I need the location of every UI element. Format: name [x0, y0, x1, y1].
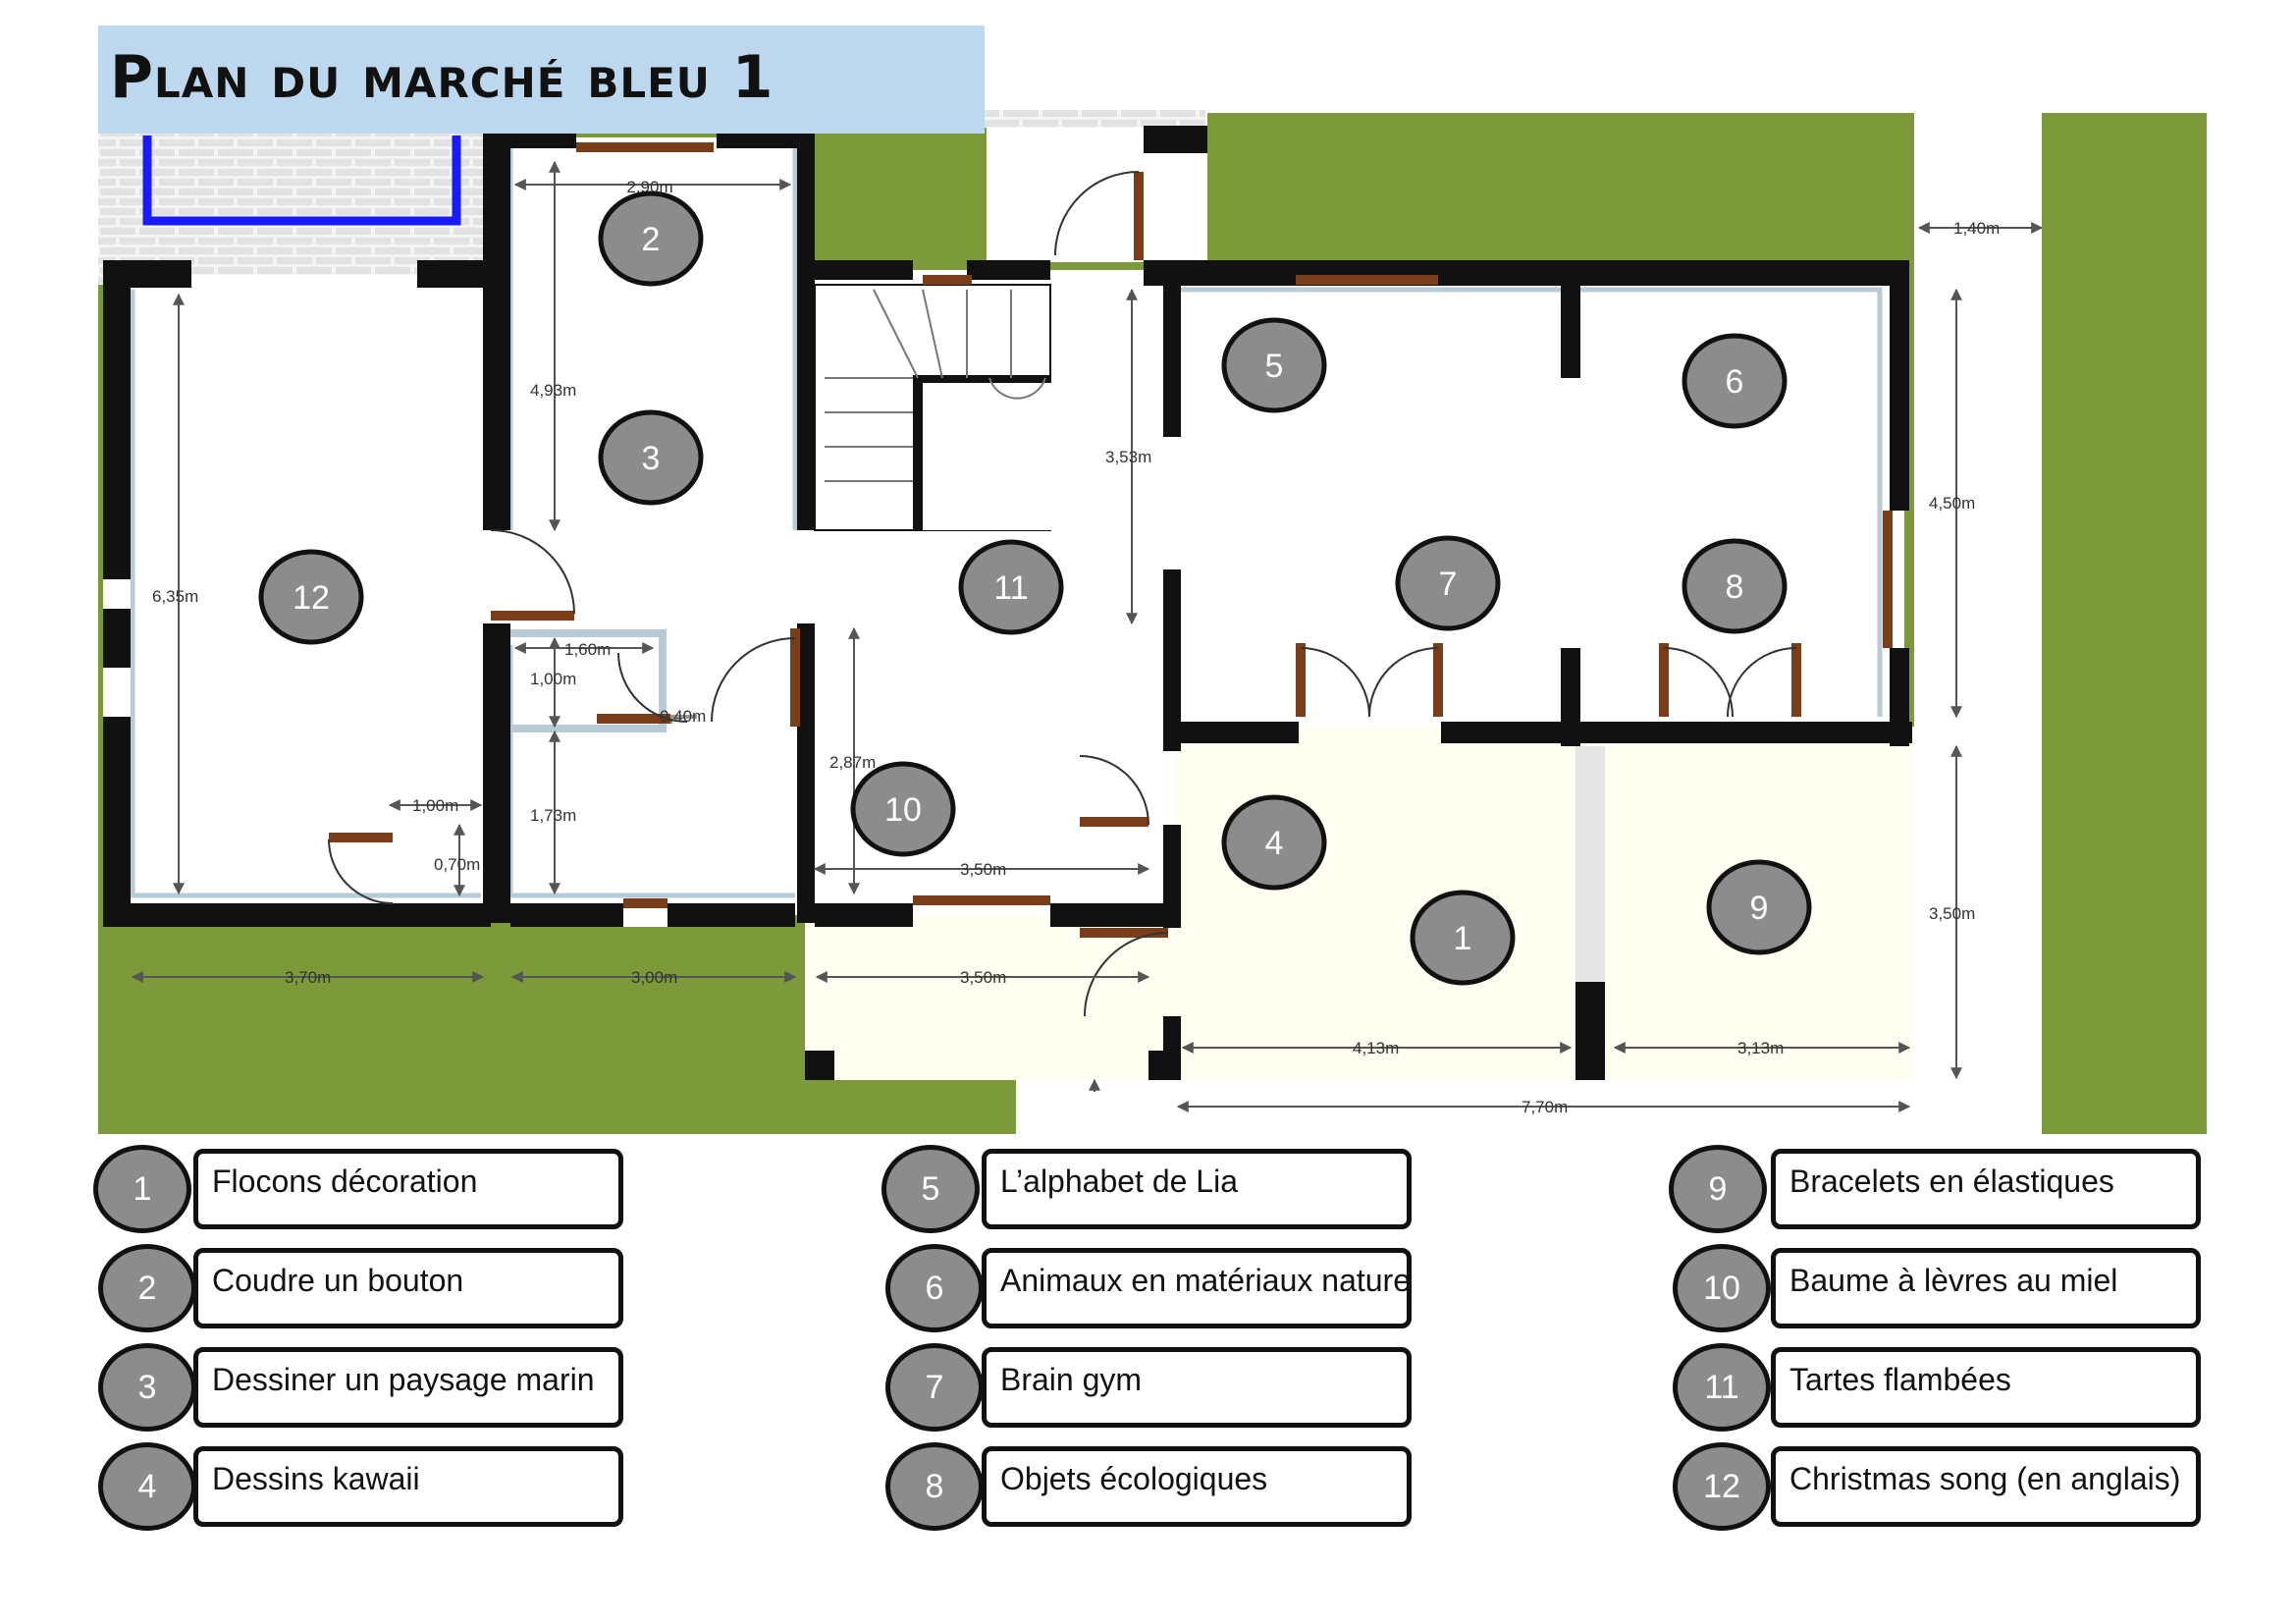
stand-marker-2: 2	[598, 190, 704, 287]
legend-label: Bracelets en élastiques	[1771, 1149, 2201, 1229]
legend-label: Flocons décoration	[193, 1149, 623, 1229]
legend-item-8: 8 Objets écologiques	[885, 1442, 1428, 1531]
dim-label: 1,60m	[564, 640, 611, 659]
stand-marker-number: 12	[293, 579, 330, 617]
stand-marker-number: 1	[1454, 920, 1472, 957]
stand-marker-9: 9	[1706, 859, 1812, 955]
stand-marker-8: 8	[1682, 538, 1788, 634]
stand-marker-7: 7	[1395, 535, 1501, 631]
stand-marker-number: 3	[642, 440, 661, 477]
walls	[103, 126, 1912, 1080]
dim-label: 1,00m	[530, 670, 576, 688]
legend-label: Objets écologiques	[982, 1446, 1412, 1527]
stand-marker-12: 12	[258, 549, 364, 645]
title-banner: Plan du marché bleu 1	[98, 26, 985, 134]
legend-item-2: 2 Coudre un bouton	[98, 1244, 641, 1332]
dimension-lines	[131, 160, 2044, 1112]
dimension-labels: 2,90m 4,93m 6,35m 3,53m 1,40m 4,50m 1,60…	[152, 178, 2000, 1116]
stand-marker-6: 6	[1682, 333, 1788, 429]
dim-label: 2,87m	[829, 753, 876, 772]
dim-label: 2,90m	[626, 178, 672, 196]
stand-marker-10: 10	[850, 761, 956, 857]
stand-marker-1: 1	[1410, 890, 1516, 986]
legend-number-badge: 11	[1673, 1343, 1771, 1432]
dim-label: 4,93m	[530, 381, 576, 400]
stand-marker-number: 4	[1265, 825, 1284, 862]
staircase	[814, 284, 1060, 531]
stand-marker-number: 6	[1726, 363, 1744, 401]
doors	[329, 142, 1893, 938]
dim-label: 6,35m	[152, 587, 198, 606]
stand-marker-number: 9	[1750, 890, 1769, 927]
stand-markers: 1 2 3 4 5 6 7 8 9 10 11 12	[258, 190, 1812, 986]
legend-number-badge: 10	[1673, 1244, 1771, 1332]
stand-marker-number: 8	[1726, 568, 1744, 606]
legend-number-badge: 1	[93, 1145, 191, 1233]
stand-marker-4: 4	[1221, 794, 1327, 891]
legend-item-6: 6 Animaux en matériaux naturels	[885, 1244, 1428, 1332]
door-swings	[328, 171, 1797, 1017]
legend-number-badge: 3	[98, 1343, 196, 1432]
legend-number-badge: 6	[885, 1244, 984, 1332]
dim-label: 0,70m	[434, 855, 480, 874]
dim-label: 4,50m	[1929, 494, 1975, 513]
legend-label: Baume à lèvres au miel	[1771, 1248, 2201, 1328]
dim-label: 3,70m	[285, 968, 331, 987]
dim-label: 3,50m	[1929, 904, 1975, 923]
dim-label: 3,50m	[960, 860, 1006, 879]
stand-marker-5: 5	[1221, 317, 1327, 413]
dim-label: 0,40m	[660, 707, 706, 726]
legend-number-badge: 4	[98, 1442, 196, 1531]
terrace	[98, 110, 1205, 285]
stand-marker-3: 3	[598, 409, 704, 506]
dim-label: 7,70m	[1522, 1098, 1568, 1116]
legend-label: Coudre un bouton	[193, 1248, 623, 1328]
stand-marker-11: 11	[958, 539, 1064, 635]
legend-label: Animaux en matériaux naturels	[982, 1248, 1412, 1328]
legend-label: Christmas song (en anglais)	[1771, 1446, 2201, 1527]
dim-label: 4,13m	[1353, 1039, 1399, 1057]
stand-marker-number: 10	[884, 791, 922, 829]
legend-item-4: 4 Dessins kawaii	[98, 1442, 641, 1531]
legend-item-3: 3 Dessiner un paysage marin	[98, 1343, 641, 1432]
legend-item-10: 10 Baume à lèvres au miel	[1673, 1244, 2216, 1332]
dim-label: 3,53m	[1105, 448, 1151, 466]
legend-item-11: 11 Tartes flambées	[1673, 1343, 2216, 1432]
dim-label: 1,73m	[530, 806, 576, 825]
legend-number-badge: 5	[881, 1145, 980, 1233]
dim-label: 1,00m	[412, 796, 458, 815]
dim-label: 1,40m	[1953, 219, 2000, 238]
stand-marker-number: 11	[993, 569, 1028, 607]
legend-item-5: 5 L’alphabet de Lia	[881, 1145, 1424, 1233]
dim-label: 3,50m	[960, 968, 1006, 987]
dim-label: 3,00m	[631, 968, 677, 987]
small-walls	[797, 623, 1181, 923]
legend-item-9: 9 Bracelets en élastiques	[1669, 1145, 2212, 1233]
legend-number-badge: 12	[1673, 1442, 1771, 1531]
legend-label: Brain gym	[982, 1347, 1412, 1428]
legend-label: Dessiner un paysage marin	[193, 1347, 623, 1428]
legend-number-badge: 8	[885, 1442, 984, 1531]
legend-item-1: 1 Flocons décoration	[93, 1145, 636, 1233]
legend-item-7: 7 Brain gym	[885, 1343, 1428, 1432]
stand-marker-number: 2	[642, 221, 661, 258]
legend-item-12: 12 Christmas song (en anglais)	[1673, 1442, 2216, 1531]
stand-marker-number: 5	[1265, 348, 1284, 385]
page-title: Plan du marché bleu 1	[110, 43, 774, 112]
legend-number-badge: 2	[98, 1244, 196, 1332]
legend-number-badge: 9	[1669, 1145, 1767, 1233]
dim-label: 3,13m	[1737, 1039, 1784, 1057]
stand-marker-number: 7	[1439, 566, 1458, 603]
legend-label: Tartes flambées	[1771, 1347, 2201, 1428]
legend-number-badge: 7	[885, 1343, 984, 1432]
legend-label: Dessins kawaii	[193, 1446, 623, 1527]
legend-label: L’alphabet de Lia	[982, 1149, 1412, 1229]
